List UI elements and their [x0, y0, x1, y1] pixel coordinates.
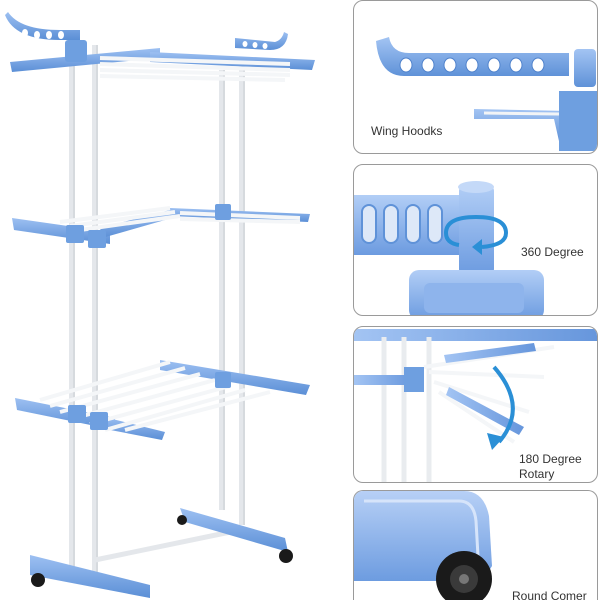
middle-tier — [12, 204, 310, 248]
wing-hooks-caption: Wing Hoodks — [371, 124, 443, 138]
wing-hooks-panel: Wing Hoodks — [353, 0, 598, 154]
round-corner-caption: Round Comer — [512, 589, 587, 600]
rack-poles — [69, 45, 245, 585]
wing-hooks-detail-image — [376, 37, 597, 151]
top-tier — [5, 12, 315, 82]
rotation-360-panel: 360 Degree — [353, 164, 598, 316]
rotation-360-detail-image — [354, 181, 544, 315]
bottom-tier — [15, 360, 310, 440]
rotation-360-caption: 360 Degree — [521, 245, 584, 259]
rotary-180-panel: 180 Degree Rotary — [353, 326, 598, 483]
drying-rack-image — [5, 12, 315, 598]
rotary-180-detail-image — [354, 329, 597, 482]
round-corner-detail-image — [354, 491, 492, 600]
round-corner-panel: Round Comer — [353, 490, 598, 600]
rack-base — [30, 508, 293, 598]
rotary-180-caption: 180 Degree Rotary — [519, 452, 582, 481]
